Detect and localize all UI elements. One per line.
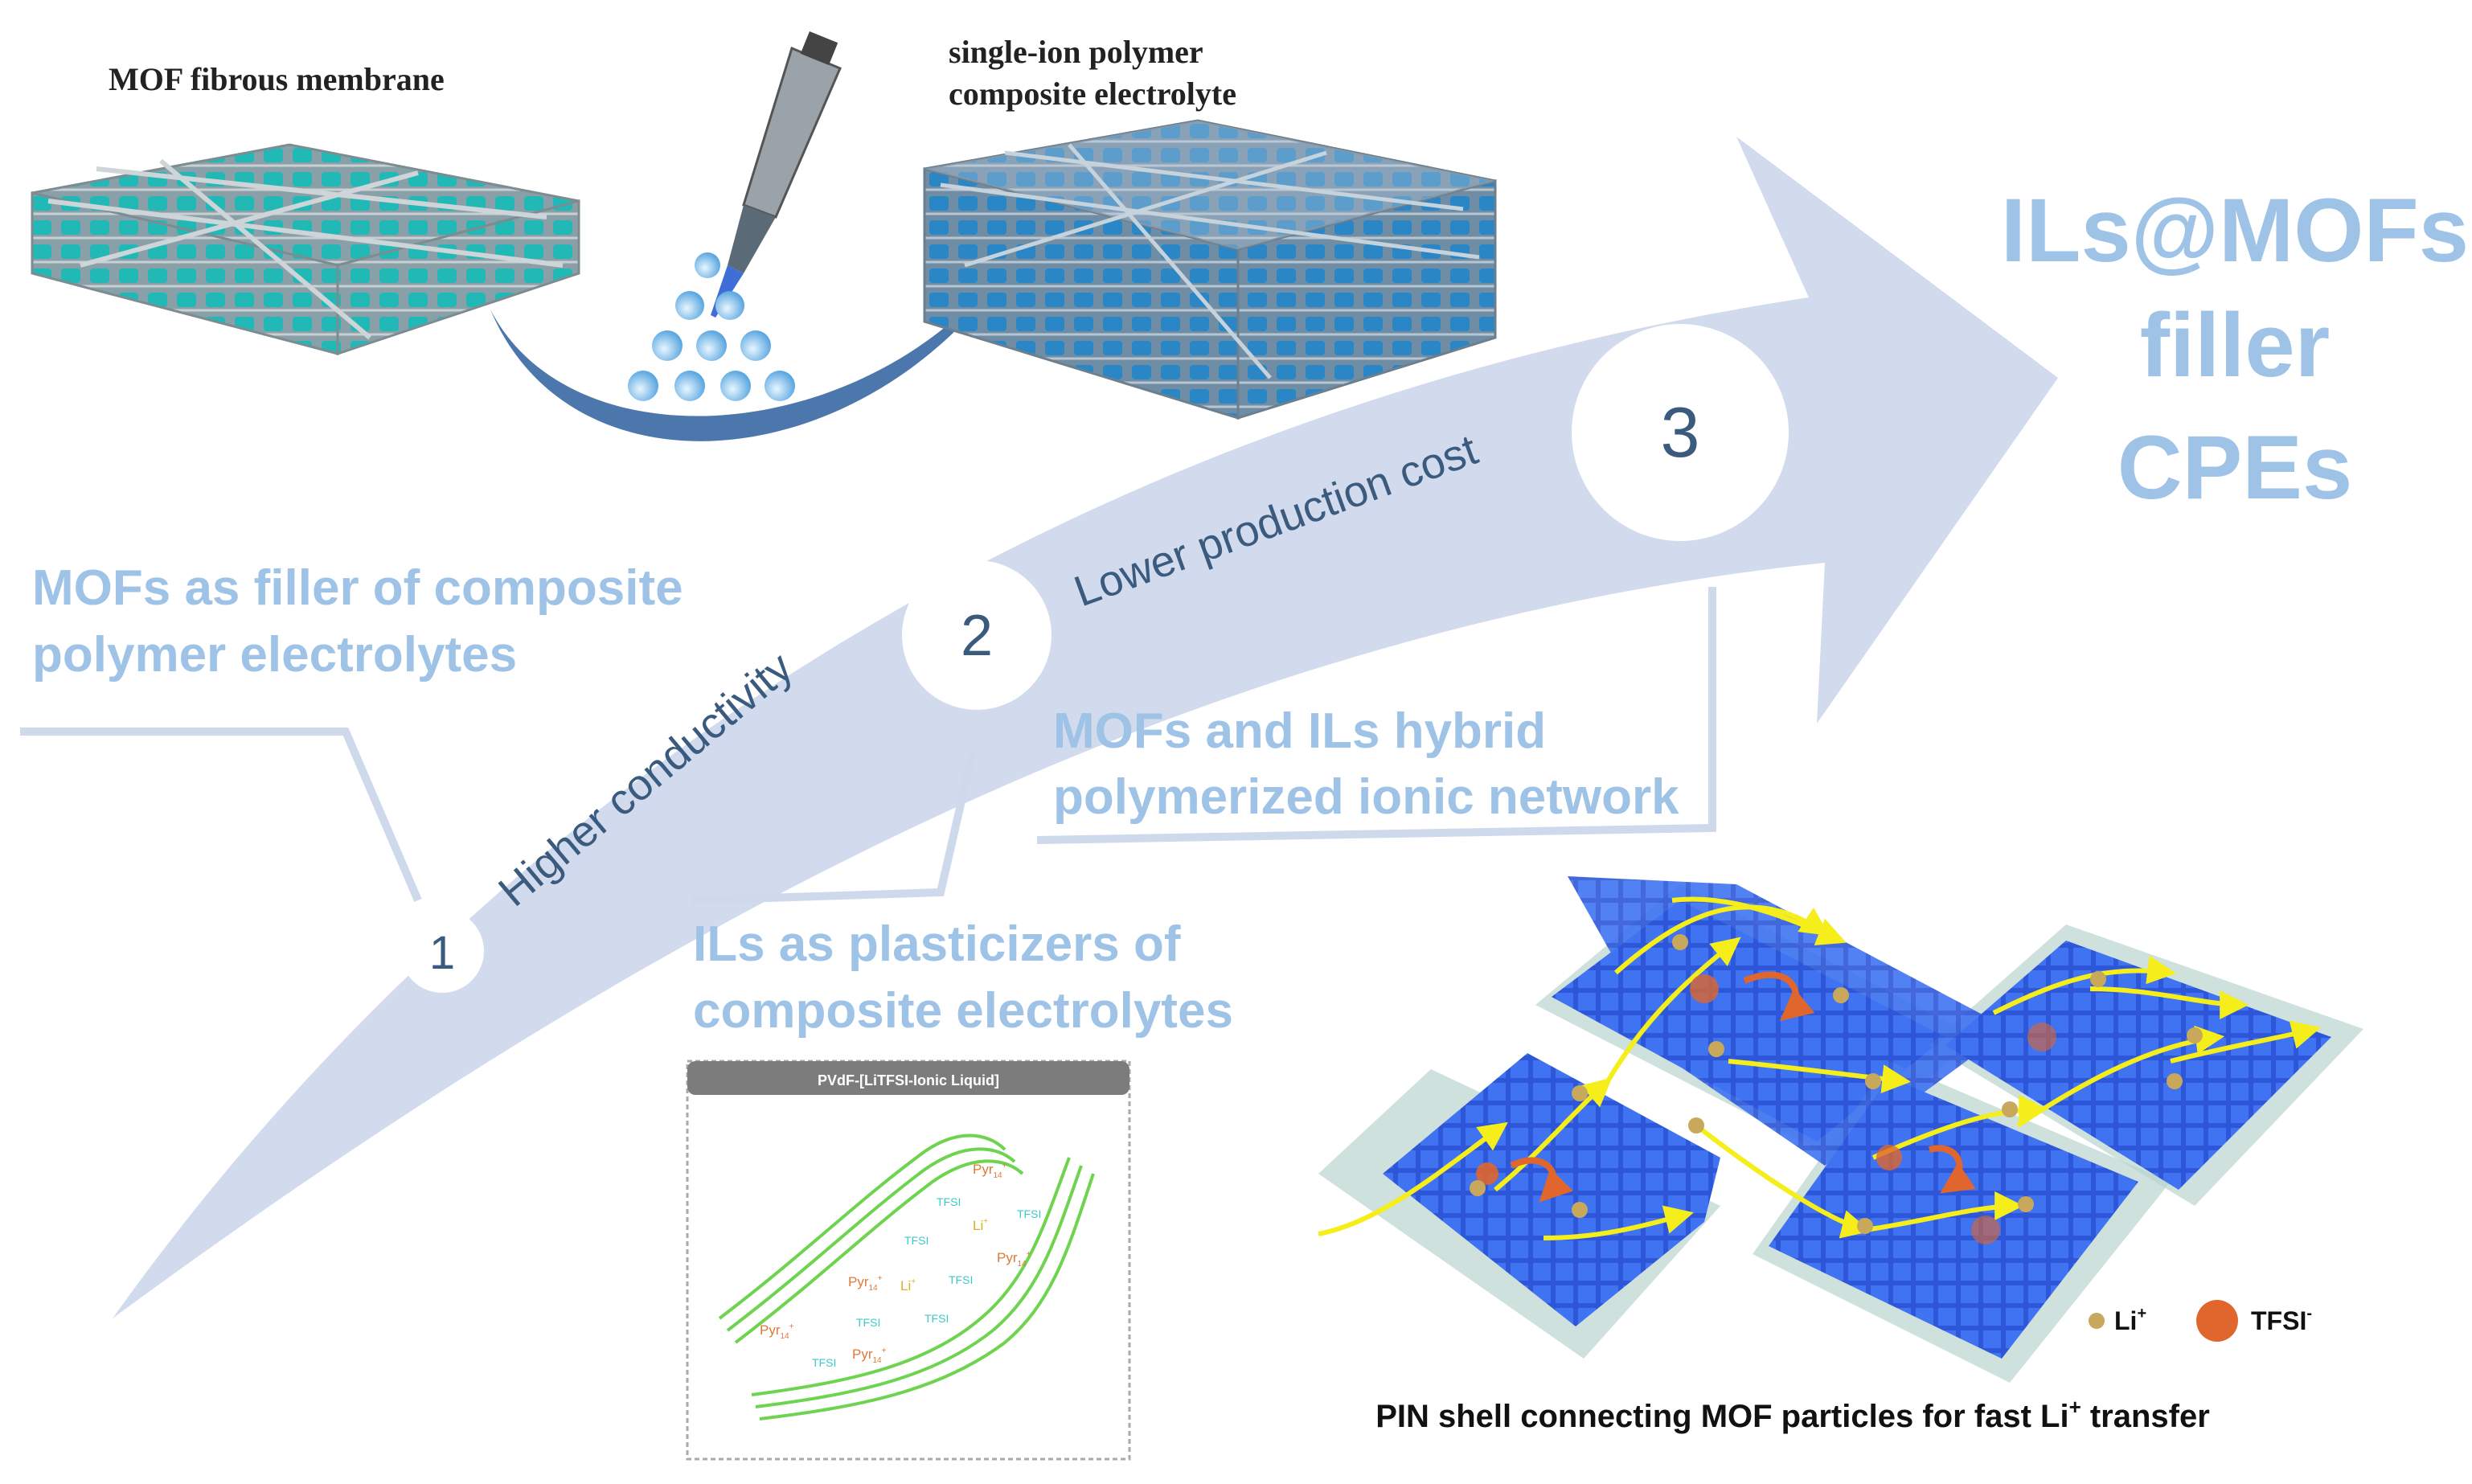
svg-text:TFSI: TFSI bbox=[812, 1356, 836, 1369]
mof-fibrous-membrane: MOF fibrous membrane bbox=[31, 61, 580, 356]
step-3-number: 3 bbox=[1661, 392, 1700, 472]
mof-membrane-label: MOF fibrous membrane bbox=[109, 61, 445, 97]
step-3: 3 bbox=[1572, 324, 1789, 541]
svg-text:TFSI: TFSI bbox=[856, 1316, 880, 1329]
svg-text:TFSI: TFSI bbox=[937, 1195, 961, 1208]
pipette-illustration bbox=[711, 31, 842, 318]
step-2-number: 2 bbox=[961, 604, 993, 668]
droplets bbox=[628, 252, 795, 401]
svg-text:Pyr14+: Pyr14+ bbox=[760, 1322, 794, 1341]
step-3-circle bbox=[1572, 324, 1789, 541]
svg-text:Pyr14+: Pyr14+ bbox=[997, 1250, 1031, 1269]
svg-text:TFSI: TFSI bbox=[904, 1234, 929, 1247]
progress-arrow bbox=[113, 137, 2058, 1318]
step-2-circle bbox=[902, 560, 1052, 710]
step-2: 2 bbox=[902, 560, 1052, 710]
step-1: 1 bbox=[400, 909, 484, 993]
mofs-filler-line-2: polymer electrolytes bbox=[32, 627, 517, 683]
ionic-liquid-inset: PVdF-[LiTFSI-Ionic Liquid] Pyr14+ TFSI T… bbox=[686, 1060, 1131, 1461]
svg-text:Pyr14+: Pyr14+ bbox=[973, 1162, 1007, 1180]
legend: Li+ TFSI- bbox=[2089, 1300, 2312, 1342]
svg-text:TFSI: TFSI bbox=[924, 1312, 949, 1325]
ils-plasticizer-line-1: ILs as plasticizers of bbox=[693, 916, 1181, 972]
hybrid-line-2: polymerized ionic network bbox=[1053, 769, 1679, 825]
svg-text:TFSI: TFSI bbox=[949, 1273, 973, 1286]
svg-text:Li+: Li+ bbox=[973, 1217, 988, 1233]
svg-text:Pyr14+: Pyr14+ bbox=[848, 1274, 883, 1293]
composite-label-line-2: composite electrolyte bbox=[949, 76, 1236, 112]
composite-electrolyte: single-ion polymer composite electrolyte bbox=[923, 34, 1497, 420]
title-line-3: CPEs bbox=[2117, 417, 2353, 518]
title-line-2: filler bbox=[2140, 295, 2331, 396]
legend-li-label: Li+ bbox=[2114, 1305, 2146, 1335]
connector-line-3 bbox=[1036, 587, 1716, 844]
step-1-number: 1 bbox=[429, 927, 455, 979]
ils-plasticizer-line-2: composite electrolytes bbox=[693, 983, 1233, 1039]
mof-network-illustration bbox=[1318, 876, 2363, 1383]
inset-title: PVdF-[LiTFSI-Ionic Liquid] bbox=[818, 1072, 999, 1088]
inset-header bbox=[687, 1061, 1129, 1095]
hybrid-line-1: MOFs and ILs hybrid bbox=[1053, 703, 1546, 759]
svg-text:Li+: Li+ bbox=[900, 1277, 916, 1293]
legend-li-marker bbox=[2089, 1313, 2105, 1329]
network-caption: PIN shell connecting MOF particles for f… bbox=[1375, 1395, 2210, 1434]
connector-line-1 bbox=[20, 728, 422, 902]
svg-text:TFSI: TFSI bbox=[1017, 1207, 1041, 1220]
title-line-1: ILs@MOFs bbox=[2001, 180, 2469, 281]
mofs-filler-line-1: MOFs as filler of composite bbox=[32, 560, 683, 616]
composite-label-line-1: single-ion polymer bbox=[949, 34, 1203, 70]
step-1-circle bbox=[400, 909, 484, 993]
connector-line-2 bbox=[691, 750, 977, 904]
legend-tfsi-marker bbox=[2196, 1300, 2238, 1342]
svg-text:Pyr14+: Pyr14+ bbox=[852, 1347, 887, 1365]
legend-tfsi-label: TFSI- bbox=[2251, 1305, 2312, 1335]
